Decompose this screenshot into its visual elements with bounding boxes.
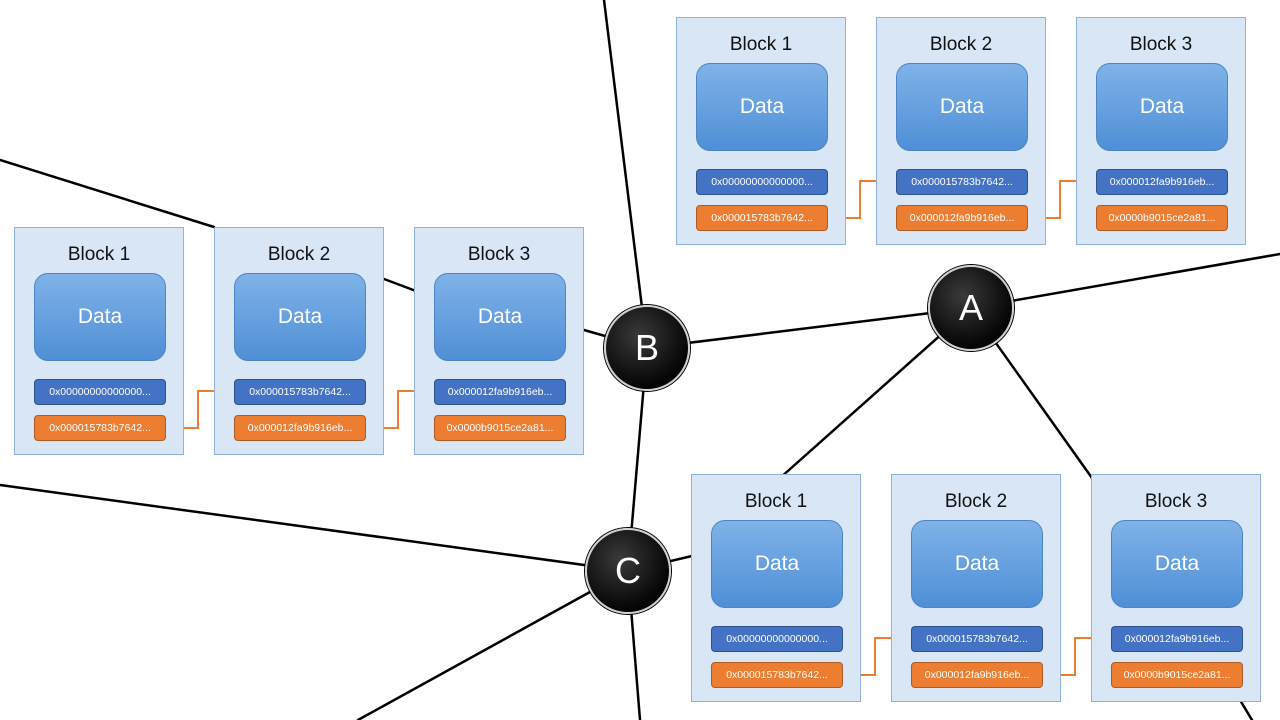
previous-hash: 0x00000000000000... (34, 379, 166, 405)
block-card: Block 1 Data 0x00000000000000... 0x00001… (14, 227, 184, 455)
block-title: Block 1 (729, 34, 793, 55)
node-c: C (585, 528, 671, 614)
connection-line-c-southwest (356, 569, 630, 720)
block-hash: 0x000012fa9b916eb... (234, 415, 366, 441)
connection-line-b-north (602, 0, 649, 350)
block-data: Data (434, 273, 566, 361)
block-data: Data (896, 63, 1028, 151)
block-card: Block 2 Data 0x000015783b7642... 0x00001… (214, 227, 384, 455)
previous-hash: 0x00000000000000... (711, 626, 843, 652)
block-card: Block 2 Data 0x000015783b7642... 0x00001… (891, 474, 1061, 702)
previous-hash: 0x000015783b7642... (234, 379, 366, 405)
block-title: Block 1 (744, 491, 808, 512)
block-title: Block 2 (267, 244, 331, 265)
previous-hash: 0x00000000000000... (696, 169, 828, 195)
block-hash: 0x000015783b7642... (696, 205, 828, 231)
block-hash: 0x0000b9015ce2a81... (1096, 205, 1228, 231)
previous-hash: 0x000015783b7642... (896, 169, 1028, 195)
block-hash: 0x000015783b7642... (711, 662, 843, 688)
block-title: Block 3 (467, 244, 531, 265)
block-title: Block 3 (1129, 34, 1193, 55)
block-hash: 0x000012fa9b916eb... (896, 205, 1028, 231)
block-hash: 0x0000b9015ce2a81... (1111, 662, 1243, 688)
block-data: Data (1111, 520, 1243, 608)
block-card: Block 3 Data 0x000012fa9b916eb... 0x0000… (1076, 17, 1246, 245)
previous-hash: 0x000015783b7642... (911, 626, 1043, 652)
block-card: Block 2 Data 0x000015783b7642... 0x00001… (876, 17, 1046, 245)
connection-line-b-a (645, 306, 973, 350)
previous-hash: 0x000012fa9b916eb... (1111, 626, 1243, 652)
block-data: Data (911, 520, 1043, 608)
node-a: A (928, 265, 1014, 351)
block-hash: 0x0000b9015ce2a81... (434, 415, 566, 441)
block-data: Data (1096, 63, 1228, 151)
block-hash: 0x000015783b7642... (34, 415, 166, 441)
block-card: Block 1 Data 0x00000000000000... 0x00001… (691, 474, 861, 702)
block-title: Block 2 (929, 34, 993, 55)
block-data: Data (711, 520, 843, 608)
node-b: B (604, 305, 690, 391)
block-data: Data (234, 273, 366, 361)
block-data: Data (34, 273, 166, 361)
block-card: Block 3 Data 0x000012fa9b916eb... 0x0000… (1091, 474, 1261, 702)
connection-line-left-chain-gap (382, 277, 418, 293)
previous-hash: 0x000012fa9b916eb... (1096, 169, 1228, 195)
connection-line-a-east (969, 252, 1280, 310)
block-title: Block 1 (67, 244, 131, 265)
previous-hash: 0x000012fa9b916eb... (434, 379, 566, 405)
block-title: Block 3 (1144, 491, 1208, 512)
block-card: Block 3 Data 0x000012fa9b916eb... 0x0000… (414, 227, 584, 455)
connection-line-left-chain-west (0, 158, 216, 229)
block-card: Block 1 Data 0x00000000000000... 0x00001… (676, 17, 846, 245)
block-title: Block 2 (944, 491, 1008, 512)
block-hash: 0x000012fa9b916eb... (911, 662, 1043, 688)
block-data: Data (696, 63, 828, 151)
connection-line-bottom-chain-southeast (1238, 698, 1254, 720)
connection-line-c-west (0, 483, 630, 573)
